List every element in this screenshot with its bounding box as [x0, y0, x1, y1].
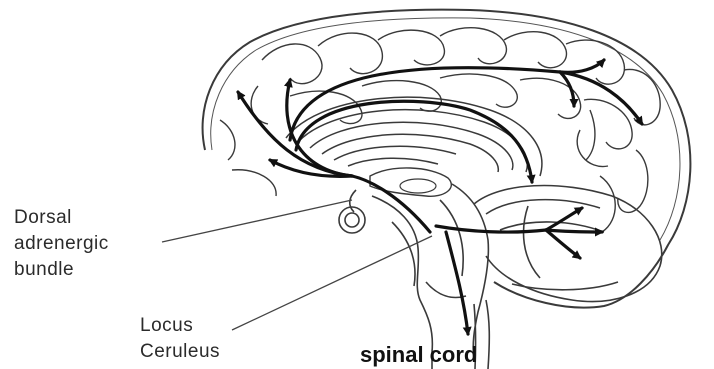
pathway-cb-right	[546, 230, 602, 232]
pathway-spinal	[446, 232, 468, 334]
corpus-callosum	[286, 97, 542, 176]
pathway-parietal-down	[560, 72, 574, 106]
pathway-cb-down	[546, 230, 580, 258]
pathway-cerebellar	[436, 226, 546, 232]
dorsal-bundle-label-line1: Dorsal	[14, 208, 72, 227]
cerebrum-outline	[203, 10, 691, 308]
pituitary-gland	[339, 190, 365, 233]
locus-ceruleus-leader	[232, 236, 432, 330]
cortex-gyri	[220, 28, 660, 232]
pathway-cb-up	[546, 208, 582, 230]
brainstem	[372, 184, 488, 360]
dorsal-bundle-leader	[162, 200, 352, 242]
spinal-cord-label: spinal cord	[360, 344, 477, 366]
dorsal-bundle-label-line3: bundle	[14, 260, 74, 279]
dorsal-bundle-label-line2: adrenergic	[14, 234, 109, 253]
cerebellum	[474, 186, 662, 302]
locus-ceruleus-label-line1: Locus	[140, 316, 193, 335]
locus-ceruleus-label-line2: Ceruleus	[140, 342, 220, 361]
